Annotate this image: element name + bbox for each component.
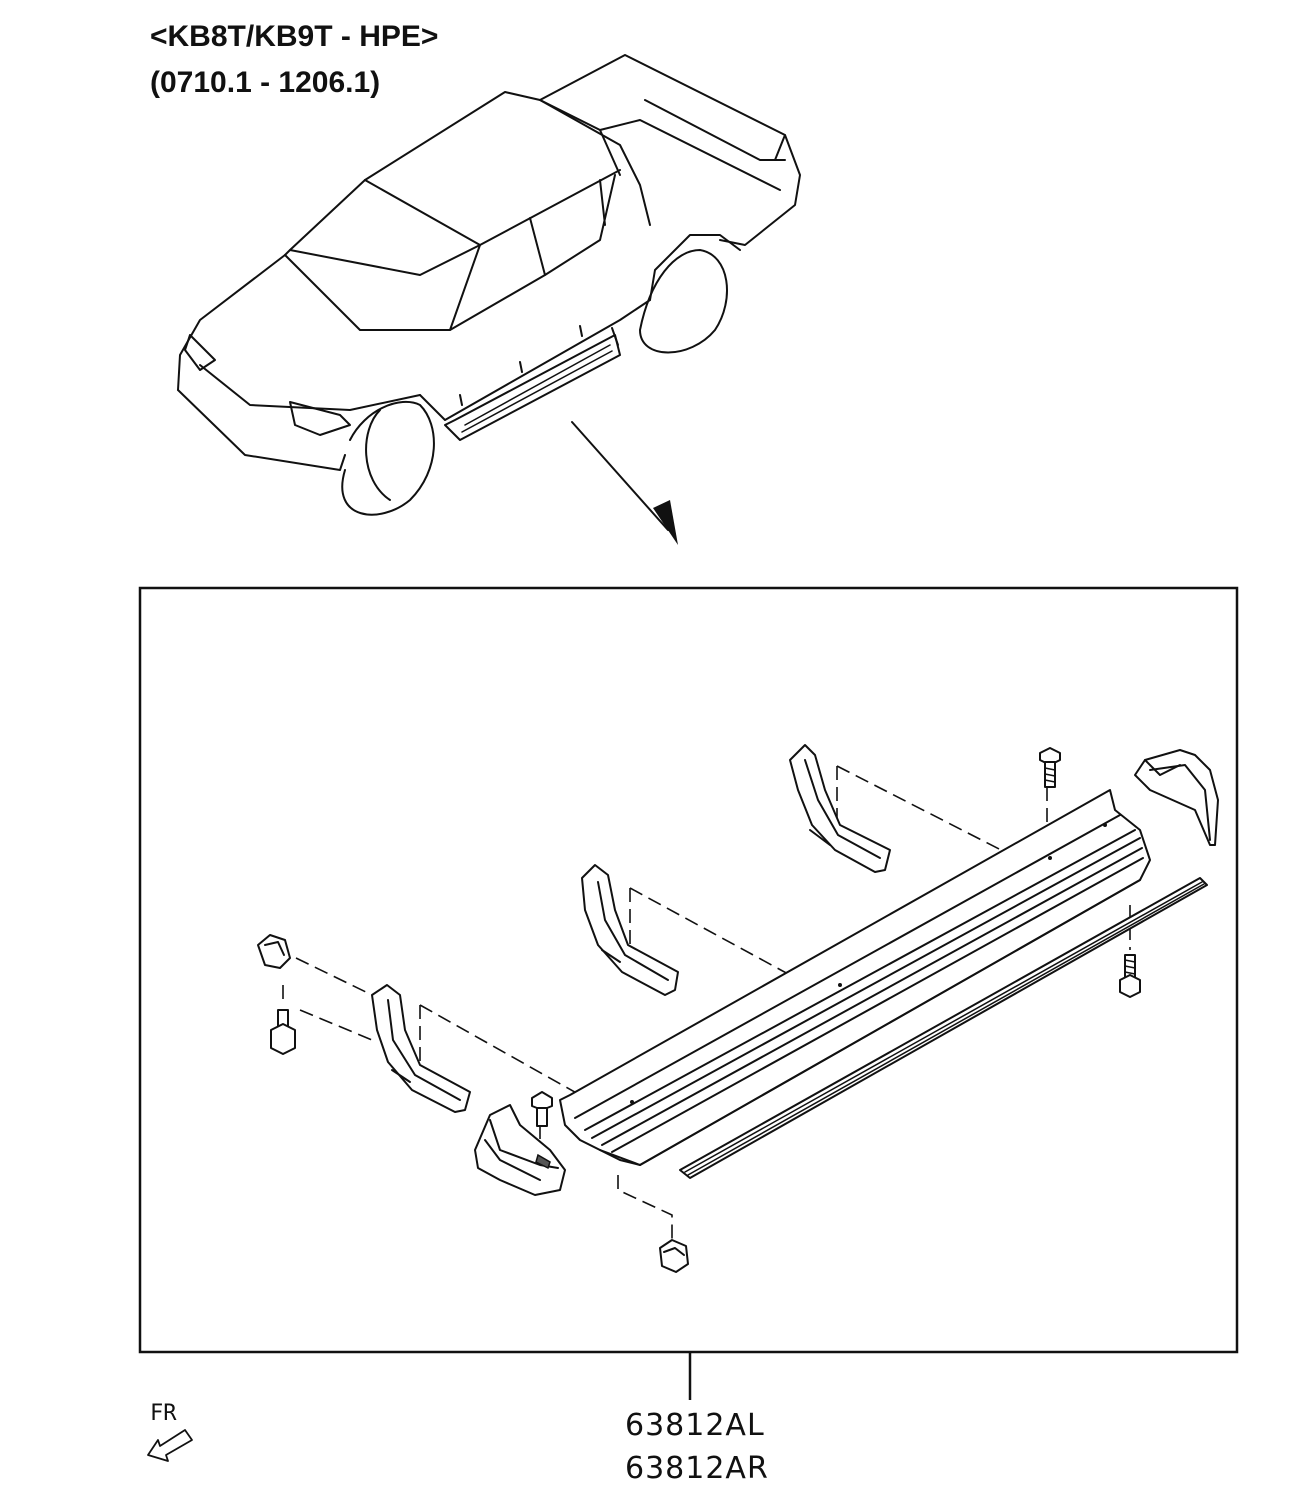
rear-end-cap [1134,749,1219,846]
detail-pointer-arrow [571,421,678,545]
model-code-title: <KB8T/KB9T - HPE> [150,20,438,53]
bolt-nut-left [270,1009,296,1055]
side-step-rail [559,789,1151,1166]
step-rubber-strip [679,877,1208,1179]
production-date-range: (0710.1 - 1206.1) [150,66,380,99]
screw-lower-right [1119,954,1141,998]
detail-view-frame [138,586,1239,1354]
rear-mounting-bracket [789,744,891,873]
front-mounting-bracket [371,984,471,1113]
bolt-front-cap [531,1091,553,1127]
front-direction-label: FR [150,1401,177,1426]
vehicle-overview-illustration [177,54,801,516]
bolt-upper [1039,747,1061,788]
front-direction-arrow-icon [147,1429,193,1462]
front-end-cap [474,1104,566,1196]
clip-nut-left [257,934,291,969]
side-step-exploded-view [257,744,1219,1273]
part-number-right: 63812AR [625,1451,769,1486]
nut-bottom [659,1239,689,1273]
part-number-left: 63812AL [625,1408,765,1443]
middle-mounting-bracket [581,864,679,996]
